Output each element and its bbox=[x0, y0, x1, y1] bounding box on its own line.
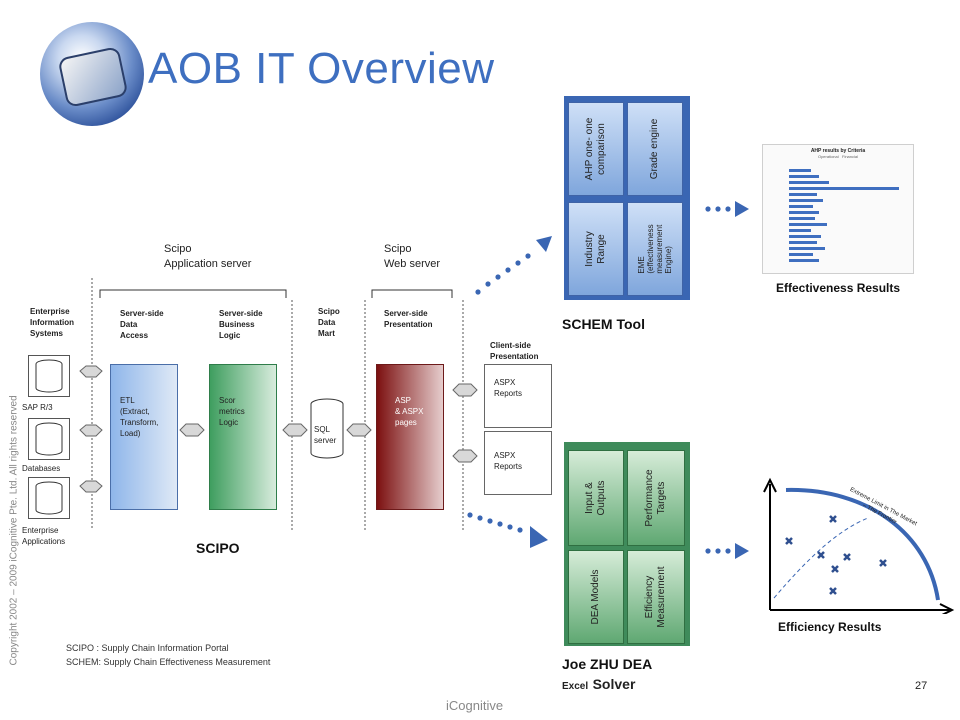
dea-label: Joe ZHU DEA bbox=[562, 656, 653, 672]
database-icon bbox=[35, 359, 63, 393]
schem-tool-label: SCHEM Tool bbox=[562, 316, 645, 332]
scipo-label: SCIPO bbox=[196, 540, 240, 556]
page-title: AOB IT Overview bbox=[148, 44, 495, 93]
etl-block: ETL(Extract,Transform,Load) bbox=[110, 364, 178, 510]
sql-server-cylinder bbox=[310, 398, 344, 459]
databases-label: Databases bbox=[22, 464, 61, 473]
effectiveness-chart-thumbnail: AHP results by Criteria Operational Fina… bbox=[762, 144, 914, 274]
input-outputs-module: Input &Outputs bbox=[568, 450, 624, 546]
dea-models-module: DEA Models bbox=[568, 550, 624, 644]
sap-label: SAP R/3 bbox=[22, 403, 53, 412]
enterprise-apps-source-box bbox=[28, 477, 70, 519]
sap-source-box bbox=[28, 355, 70, 397]
page-number: 27 bbox=[915, 680, 928, 692]
efficiency-frontier-plot bbox=[763, 477, 955, 614]
definitions-list: SCIPO : Supply Chain Information Portal … bbox=[66, 643, 271, 667]
databases-source-box bbox=[28, 418, 70, 460]
excel-solver-label: Excel Solver bbox=[562, 676, 636, 692]
efficiency-results-label: Efficiency Results bbox=[778, 620, 882, 634]
grade-engine-module: Grade engine bbox=[627, 102, 683, 196]
footer-brand: iCognitive bbox=[446, 698, 504, 713]
database-icon bbox=[35, 422, 63, 456]
effectiveness-results-label: Effectiveness Results bbox=[776, 281, 901, 295]
database-icon bbox=[35, 481, 63, 515]
